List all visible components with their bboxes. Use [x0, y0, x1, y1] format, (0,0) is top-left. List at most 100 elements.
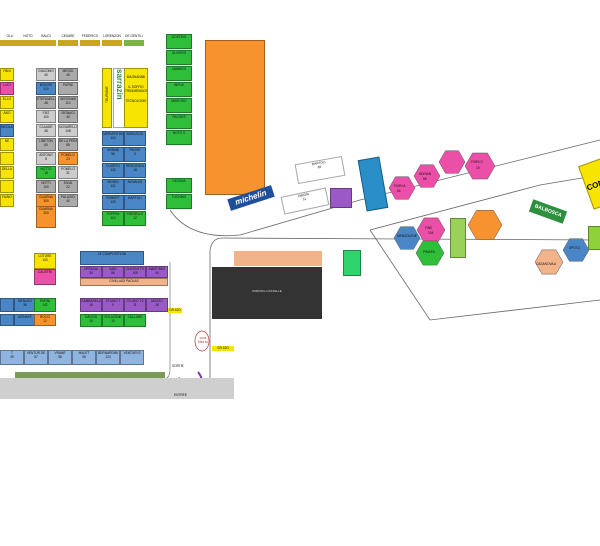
- stall-number: 109: [132, 271, 138, 275]
- stall-label: PAPINI: [39, 299, 51, 303]
- stall-number: 39: [10, 355, 14, 359]
- stall-number: 124: [110, 136, 116, 140]
- stall-label: PAGGES: [172, 115, 186, 119]
- bottom-left-stall: MONAYE: [14, 314, 36, 326]
- stall-number: 18: [133, 168, 137, 172]
- stall-label: GIACOMO: [38, 69, 54, 73]
- stall-label: POMELO: [61, 153, 75, 157]
- stall-label: ELLO: [2, 97, 12, 101]
- green-col-stall: DECIDIA: [166, 178, 192, 193]
- stall-number: 64: [155, 271, 159, 275]
- stall-label: STEFANELLI: [37, 97, 56, 101]
- stall-label: STUDIO T: [105, 299, 121, 303]
- stall-label: DE LA PERA: [59, 139, 78, 143]
- stall-number: 100: [42, 258, 48, 262]
- top-row-stall: DE GENTILI: [124, 34, 144, 46]
- stall-number: 5: [112, 303, 114, 307]
- parking-salmon-strip: [234, 251, 322, 266]
- stall-number: 121: [110, 184, 116, 188]
- hex-label: CASANOVA A: [536, 262, 557, 266]
- stall-number: 310: [43, 87, 49, 91]
- stall-label: NOTO: [23, 34, 33, 38]
- stall-label: STUDIO T.2: [126, 299, 144, 303]
- stall-label: CULLARE: [127, 315, 143, 319]
- hexagon-orange: [467, 210, 503, 240]
- stall-label: TUCHINO: [171, 195, 187, 199]
- hex-label: SPOTO: [569, 246, 581, 250]
- stall-number: 300: [43, 199, 49, 203]
- stall-number: 40: [66, 199, 70, 203]
- stall-label: NOTTI: [41, 181, 51, 185]
- stall-label: VRANE: [54, 351, 66, 355]
- hex-number: 19: [476, 166, 480, 170]
- stall-label: VENTUR DE: [26, 351, 46, 355]
- stall-label: SOLAZONE: [104, 315, 122, 319]
- stall-number: 11: [133, 303, 137, 307]
- stall-label: ORTAGAI: [83, 267, 99, 271]
- green-right-partial: [588, 226, 600, 250]
- left-partial-stall: NICOLA: [0, 124, 14, 137]
- bottom-left-blue-b: [0, 314, 14, 326]
- stall-label: NOVAGGI: [127, 180, 143, 184]
- stall-number: 18: [44, 171, 48, 175]
- stall-color-bar: [58, 40, 78, 46]
- yellow-box-line: MAGNANIMI: [126, 75, 146, 79]
- top-row-stall: NOTO: [18, 34, 38, 46]
- hex-label: FINE: [425, 226, 433, 230]
- stall-label: LIBETON: [39, 139, 53, 143]
- you-are-here-marker: [194, 330, 210, 352]
- stall-label: MALET: [78, 351, 90, 355]
- stall-color-bar: [36, 40, 56, 46]
- stall-label: CLAUDE: [39, 125, 53, 129]
- left-partial-stall: DELLA: [0, 166, 14, 179]
- blue-col2-stall: BARTOLI: [124, 195, 146, 210]
- stall-label: MENUSO: [18, 299, 32, 303]
- stall-label: POMELO: [61, 167, 75, 171]
- left-partial-stall: ELLO: [0, 96, 14, 109]
- you-are-here-label: vous êtes ici: [198, 336, 208, 344]
- hexagon-pimafa: [415, 240, 445, 266]
- stall-label: GIAROSITTI: [125, 267, 145, 271]
- stall-label: PANI: [3, 69, 11, 73]
- blue-col2-stall: NOVAGGI: [124, 179, 146, 194]
- stall-label: LUCI: [3, 83, 11, 87]
- left-partial-stall: PANI: [0, 68, 14, 81]
- stall-number: 124: [105, 355, 111, 359]
- top-row-stall: OLLI: [0, 34, 20, 46]
- hex-label: PIMAFA: [423, 250, 435, 254]
- green-col-stall: OLIVERO: [166, 50, 192, 65]
- bottom-left-blue-a: [0, 298, 14, 312]
- col-b-stall: PAPINI: [58, 82, 78, 95]
- hexagon-fiori-a: [388, 176, 416, 200]
- stall-number: 132: [110, 168, 116, 172]
- stall-number: 22: [66, 185, 70, 189]
- stall-label: NE: [4, 139, 10, 143]
- center-title-stall: LE COMPOSITIONI: [80, 251, 144, 265]
- tourisme-band: TOURISME: [102, 68, 112, 128]
- stall-label: NICOLA: [1, 125, 13, 129]
- stall-label: FEDERICO: [81, 34, 99, 38]
- stall-label: LOTURE: [38, 254, 52, 258]
- hex-label: FIORI G: [471, 160, 483, 164]
- stall-label: BALDI: [41, 34, 51, 38]
